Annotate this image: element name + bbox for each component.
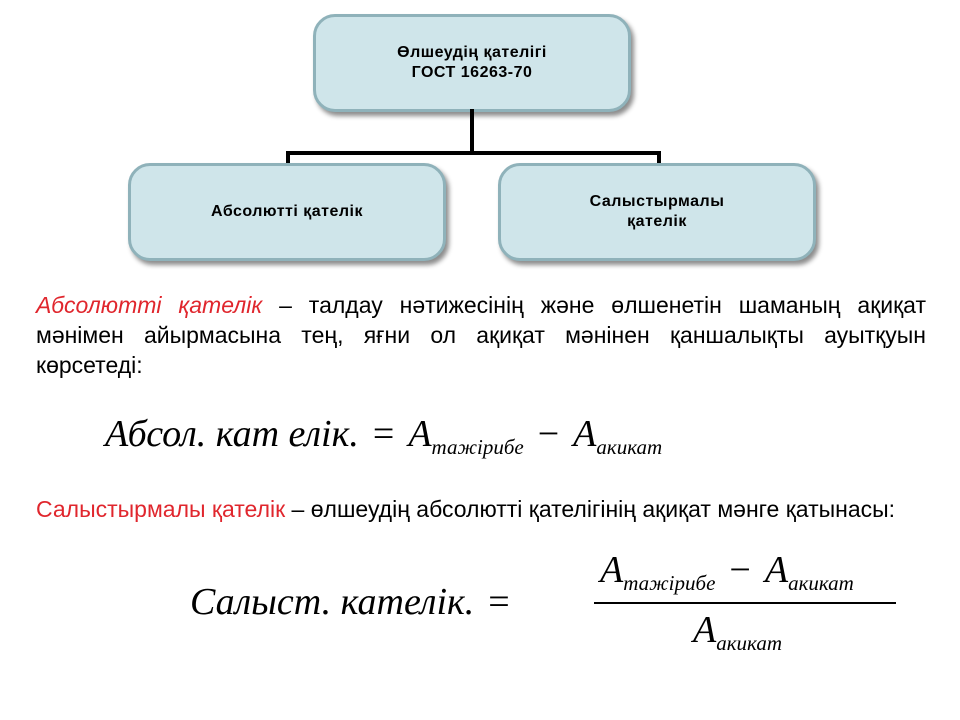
absolute-error-definition: Абсолютті қателік – талдау нәтижесінің ж… [36, 290, 926, 380]
formula1-sub1: тажірибе [431, 435, 524, 459]
formula2-equals: = [488, 581, 510, 623]
relative-error-node-line1: Салыстырмалы [589, 193, 725, 210]
absolute-error-formula: Абсол. кат елік.=Aтажірибе−Aакикат [105, 412, 662, 460]
absolute-error-node: Абсолютті қателік [128, 163, 446, 261]
formula2-den-a: A [693, 609, 717, 651]
formula1-sub2: акикат [596, 435, 663, 459]
formula2-num-sub2: акикат [788, 571, 854, 595]
formula2-num-a2: A [764, 549, 789, 591]
formula2-num-minus: − [729, 549, 751, 591]
relative-error-definition: Салыстырмалы қателік – өлшеудің абсолютт… [36, 494, 926, 524]
relative-error-node-line2: қателік [627, 213, 687, 230]
root-node: Өлшеудің қателігі ГОСТ 16263-70 [313, 14, 631, 112]
absolute-error-node-label: Абсолютті қателік [210, 203, 364, 220]
formula2-num-a1: A [600, 549, 624, 591]
relative-error-term: Салыстырмалы қателік [36, 496, 286, 522]
formula1-a1: A [408, 413, 432, 455]
formula2-num-sub1: тажірибе [623, 571, 716, 595]
formula1-minus: − [537, 413, 560, 455]
relative-error-formula-lhs: Салыст. кателік. = [190, 580, 524, 624]
relative-error-text: – өлшеудің абсолютті қателігінің ақиқат … [285, 496, 896, 522]
root-node-title: Өлшеудің қателігі [397, 44, 547, 61]
formula1-equals: = [372, 413, 395, 455]
connector-right-drop [657, 151, 661, 165]
relative-error-node: Салыстырмалы қателік [498, 163, 816, 261]
root-node-standard: ГОСТ 16263-70 [411, 64, 533, 81]
formula2-den-sub: акикат [716, 631, 783, 655]
absolute-error-term: Абсолютті қателік [36, 292, 263, 318]
fraction-bar [594, 602, 896, 604]
formula2-lhs: Салыст. кателік. [190, 581, 475, 623]
connector-left-drop [286, 151, 290, 165]
absolute-error-text: – талдау нәтижесінің және өлшенетін шама… [36, 292, 926, 378]
relative-error-numerator: Aтажірибе−Aакикат [600, 548, 854, 596]
formula1-lhs: Абсол. кат елік. [105, 413, 359, 455]
relative-error-denominator: Aакикат [693, 608, 782, 656]
formula1-a2: A [573, 413, 597, 455]
connector-root-stem [470, 109, 474, 153]
connector-horizontal [286, 151, 661, 155]
